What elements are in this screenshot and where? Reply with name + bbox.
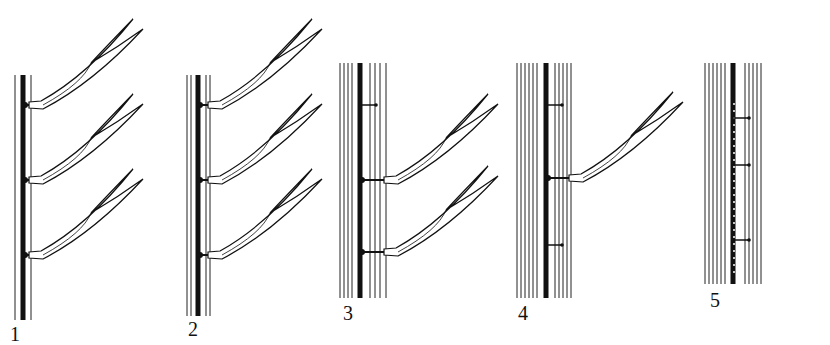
dotted-strand [733, 103, 735, 274]
node-knob [560, 103, 564, 107]
stem-line [348, 63, 349, 298]
central-strand [196, 75, 201, 316]
node-scar [733, 239, 749, 241]
stem-line [749, 63, 750, 284]
stem-line [555, 63, 556, 298]
panel-number: 2 [188, 319, 198, 339]
joint-knot [22, 177, 28, 183]
node-scar [360, 104, 376, 106]
stem-line [709, 63, 710, 284]
joint-knot [197, 252, 203, 258]
stem-line [725, 63, 726, 284]
joint-knot [359, 249, 365, 255]
stem [517, 63, 683, 298]
branch-needles [29, 94, 143, 184]
branch-midline [398, 138, 446, 180]
stem-line [344, 63, 345, 298]
stem-line [563, 63, 564, 298]
stem-line [521, 63, 522, 298]
branch-midline [222, 63, 270, 105]
branch-midline [583, 136, 631, 178]
node-knob [747, 238, 751, 242]
branch-midline [43, 138, 91, 180]
panel-number: 1 [10, 324, 20, 344]
joint-knot [22, 102, 28, 108]
branch-midline [222, 138, 270, 180]
node-knob [560, 243, 564, 247]
branch-midline [43, 213, 91, 255]
stem-line [210, 75, 211, 316]
branch-needles [384, 94, 498, 184]
stem-line [559, 63, 560, 298]
stem [340, 63, 498, 298]
stem-line [761, 63, 762, 284]
panel-number: 5 [710, 290, 720, 310]
node-scar [546, 104, 562, 106]
node-knob [747, 163, 751, 167]
joint-knot [22, 252, 28, 258]
stem [705, 63, 761, 284]
central-strand [21, 75, 26, 320]
joint-knot [197, 177, 203, 183]
branch-midline [43, 63, 91, 105]
joint-knot [359, 177, 365, 183]
branch-needles [208, 94, 322, 184]
stem-line [533, 63, 534, 298]
stem-line [717, 63, 718, 284]
branch-needles [29, 19, 143, 109]
branch-midline [222, 213, 270, 255]
stem-line [757, 63, 758, 284]
stem-line [340, 63, 341, 298]
stem-line [745, 63, 746, 284]
stem-line [705, 63, 706, 284]
branch-needles [29, 169, 143, 259]
node-scar [546, 244, 562, 246]
stem-line [206, 75, 207, 316]
node-scar [733, 164, 749, 166]
branch-needles [384, 166, 498, 256]
stem-line [352, 63, 353, 298]
stem-line [191, 75, 192, 316]
joint-knot [197, 102, 203, 108]
stem-line [31, 75, 32, 320]
stem-line [721, 63, 722, 284]
stem-line [187, 75, 188, 316]
stem-line [529, 63, 530, 298]
stem-line [537, 63, 538, 298]
branch-midline [398, 210, 446, 252]
stem-line [517, 63, 518, 298]
stem [187, 19, 322, 316]
stem-line [713, 63, 714, 284]
stem-line [567, 63, 568, 298]
node-knob [374, 103, 378, 107]
joint-knot [545, 175, 551, 181]
stem-line [15, 75, 16, 320]
branch-needles [208, 19, 322, 109]
panel-number: 3 [343, 303, 353, 323]
branch-needles [569, 92, 683, 182]
panel-number: 4 [518, 303, 528, 323]
stem [15, 19, 143, 320]
central-strand [731, 63, 736, 284]
stem-line [753, 63, 754, 284]
branch-needles [208, 169, 322, 259]
node-scar [733, 117, 749, 119]
node-knob [747, 116, 751, 120]
stem-line [525, 63, 526, 298]
